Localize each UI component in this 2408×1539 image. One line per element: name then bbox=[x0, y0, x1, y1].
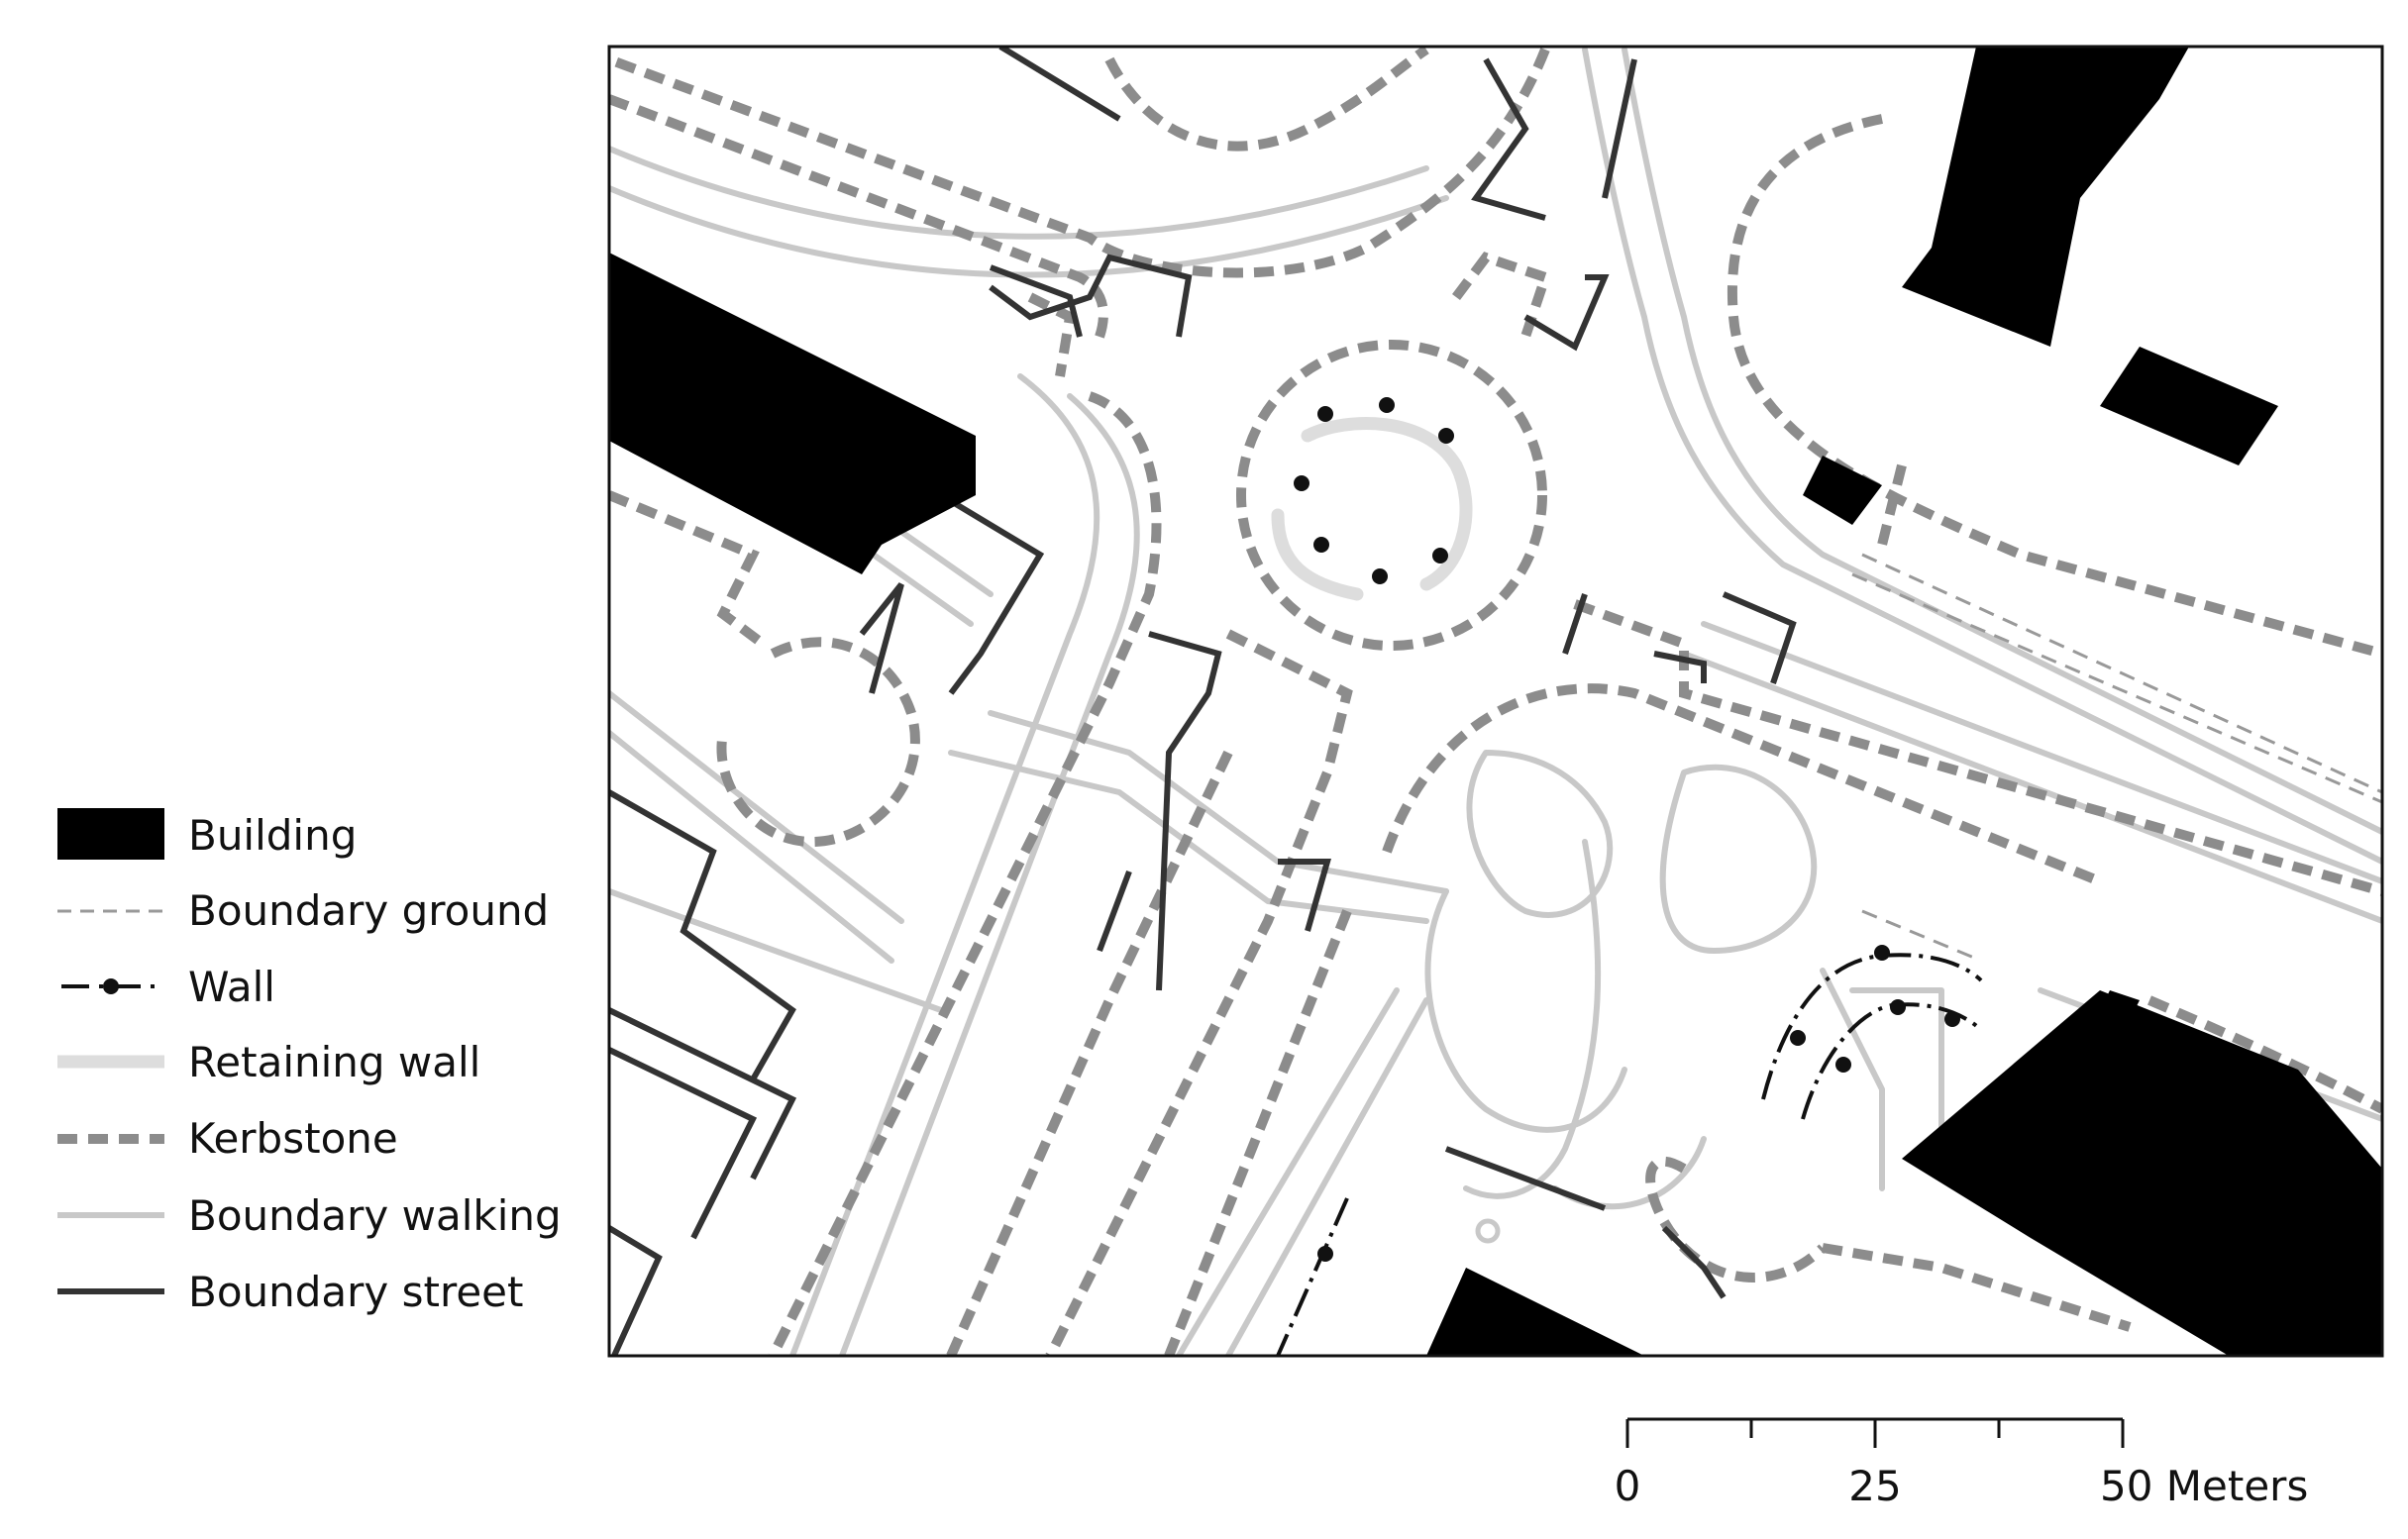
legend-label-boundary-street: Boundary street bbox=[188, 1268, 523, 1316]
legend-label-retaining-wall: Retaining wall bbox=[188, 1038, 480, 1086]
map-panel bbox=[609, 47, 2382, 1356]
scale-label-0: 0 bbox=[1615, 1462, 1641, 1510]
scale-bar bbox=[1625, 1417, 2125, 1448]
small-round-feature bbox=[1475, 1218, 1501, 1244]
legend-label-wall: Wall bbox=[188, 963, 275, 1011]
building-footprints bbox=[609, 47, 2382, 1356]
boundary-street-lines bbox=[609, 47, 1797, 1356]
legend: Building Boundary ground Wall Retaining … bbox=[57, 808, 562, 1316]
legend-label-boundary-ground: Boundary ground bbox=[188, 886, 549, 935]
map-neatline bbox=[607, 45, 2384, 1358]
legend-label-kerbstone: Kerbstone bbox=[188, 1114, 398, 1163]
retaining-wall-lines bbox=[1271, 417, 1473, 601]
legend-wall-dot bbox=[103, 978, 119, 994]
legend-building-swatch bbox=[57, 808, 164, 860]
boundary-ground-lines bbox=[1851, 553, 2382, 963]
wall-dots bbox=[1294, 397, 1960, 1262]
scale-label-50-meters: 50 Meters bbox=[2100, 1462, 2308, 1510]
legend-label-building: Building bbox=[188, 811, 357, 860]
scale-label-25: 25 bbox=[1848, 1462, 1901, 1510]
legend-label-boundary-walking: Boundary walking bbox=[188, 1191, 562, 1240]
